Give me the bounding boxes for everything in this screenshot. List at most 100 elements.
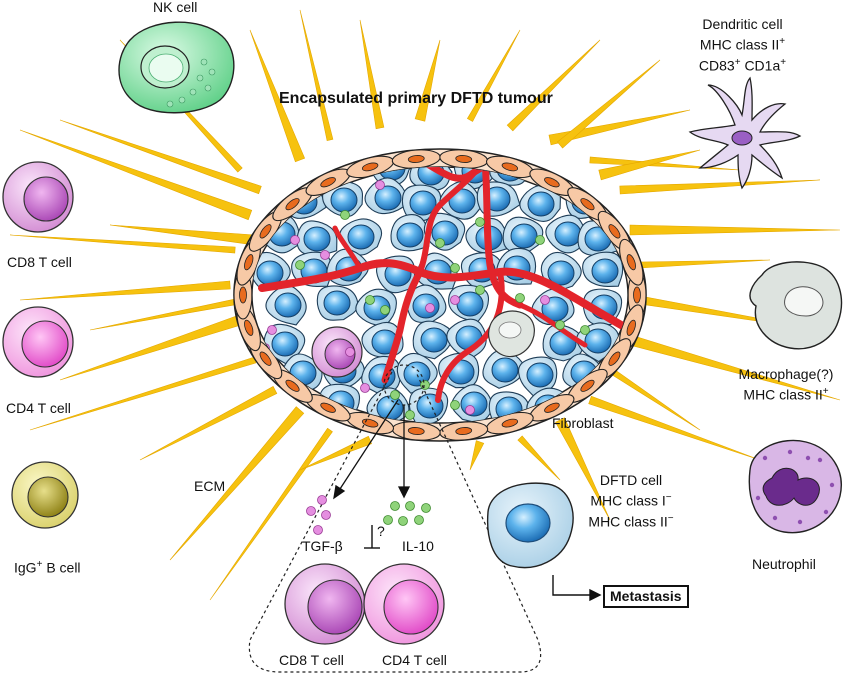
dendritic-cell (688, 76, 802, 190)
ecm-fibre (359, 19, 385, 130)
ecm-fibre (556, 59, 661, 149)
tgf-beta-dot (267, 325, 277, 335)
dftd-cell-escaping (486, 482, 574, 569)
macrophage-label: Macrophage(?) MHC class II+ (722, 366, 850, 404)
cd4-t-cell-label: CD4 T cell (6, 400, 71, 416)
macrophage-line-2: MHC class II+ (743, 386, 829, 403)
il10-dot (420, 380, 430, 390)
tumour-cell (339, 218, 383, 256)
ecm-label: ECM (194, 478, 226, 494)
dftd-line-1: DFTD cell (599, 472, 663, 488)
blood-vessels (258, 167, 628, 403)
ecm-fibre (414, 39, 441, 122)
fibroblast-label: Fibroblast (552, 415, 614, 431)
ecm-fibre (619, 179, 821, 195)
cd8-t-cell-inner-label: CD8 T cell (279, 652, 344, 668)
ecm-fibre (466, 29, 521, 122)
tumour-cell (265, 285, 307, 326)
il10-dot (475, 285, 485, 295)
neutrophil-label: Neutrophil (752, 556, 816, 572)
dendritic-line-1: Dendritic cell (702, 16, 783, 32)
tgf-beta-dot (375, 180, 385, 190)
il10-dot (380, 305, 390, 315)
tumour-cell (451, 384, 493, 423)
tumour-cell (409, 167, 453, 191)
tgf-beta-dot (540, 295, 550, 305)
cd4-t-cell-outer (2, 306, 74, 378)
cd4-t-cell-inner-label: CD4 T cell (382, 652, 447, 668)
il10-dot (340, 210, 350, 220)
tgf-beta-dots (306, 495, 331, 535)
igg-b-cell (11, 461, 79, 529)
nk-cell (118, 21, 235, 114)
tumour-cell (518, 356, 558, 397)
cd8-cell-inside (311, 326, 363, 378)
il10-dot (515, 293, 525, 303)
il10-dot (475, 217, 485, 227)
ecm-fibre (629, 224, 841, 236)
diagram-title: Encapsulated primary DFTD tumour (279, 90, 553, 107)
il10-dot (365, 295, 375, 305)
ecm-fibre (469, 440, 485, 471)
ecm-fibre (517, 435, 561, 481)
cd8-t-cell-outer (2, 161, 74, 233)
il10-dot (450, 263, 460, 273)
fibroblast-cell (597, 338, 632, 380)
il10-dot (450, 400, 460, 410)
il10-label: IL-10 (402, 538, 434, 554)
tgf-beta-dot (465, 405, 475, 415)
inhibition-question-label: ? (377, 523, 385, 539)
tumour-cell (545, 214, 586, 254)
dftd-line-2: MHC class I− (590, 492, 672, 509)
tgf-beta-dot (320, 250, 330, 260)
metastasis-arrow (552, 575, 602, 602)
il10-dot (535, 235, 545, 245)
ecm-fibre (209, 427, 333, 601)
ecm-fibre (19, 129, 253, 221)
tgf-beta-label: TGF-β (302, 538, 343, 554)
grey-cell-inside (488, 310, 535, 358)
tumour-cell (412, 320, 454, 360)
ecm-fibre (9, 234, 236, 254)
ecm-fibre (548, 109, 691, 146)
ecm-fibre (249, 29, 306, 163)
tumour-cell (390, 214, 430, 252)
tumour-cell (316, 285, 359, 321)
il10-dot (435, 238, 445, 248)
cd8-t-cell-inner (284, 563, 366, 645)
ecm-fibre (506, 39, 601, 132)
tgf-beta-dot (450, 295, 460, 305)
tumour-cell (252, 251, 291, 291)
ecm-fibre (299, 9, 334, 142)
metastasis-box: Metastasis (603, 585, 689, 608)
ecm-fibre (639, 259, 771, 269)
cd4-t-cell-inner (363, 563, 445, 645)
il10-dot (295, 260, 305, 270)
fibroblast-cell (346, 155, 395, 179)
tumour-cell (322, 180, 364, 218)
ecm-fibre (598, 149, 701, 181)
tgf-beta-dot (345, 347, 355, 357)
ecm-fibre (59, 119, 262, 195)
dftd-cell-label: DFTD cell MHC class I− MHC class II− (572, 472, 690, 530)
macrophage-line-1: Macrophage(?) (738, 366, 834, 382)
ecm-fibre (588, 395, 761, 461)
il10-dot (555, 320, 565, 330)
neutrophil (748, 439, 842, 534)
fibroblast-cell (346, 411, 395, 435)
secretion-arrows (333, 399, 411, 500)
inhibition-symbol (364, 525, 380, 549)
tumour-cell (519, 184, 561, 222)
tgf-beta-dot (360, 383, 370, 393)
ecm-fibre (299, 435, 372, 471)
ecm-fibre (169, 406, 305, 561)
tumour-cell (401, 184, 442, 222)
il10-dots (383, 501, 431, 526)
ecm-fibre (555, 417, 611, 521)
ecm-fibre (19, 280, 231, 301)
igg-b-cell-label: IgG+ B cell (14, 559, 81, 576)
tgf-beta-dot (290, 235, 300, 245)
ecm-fibres (9, 9, 841, 601)
il10-dot (390, 390, 400, 400)
